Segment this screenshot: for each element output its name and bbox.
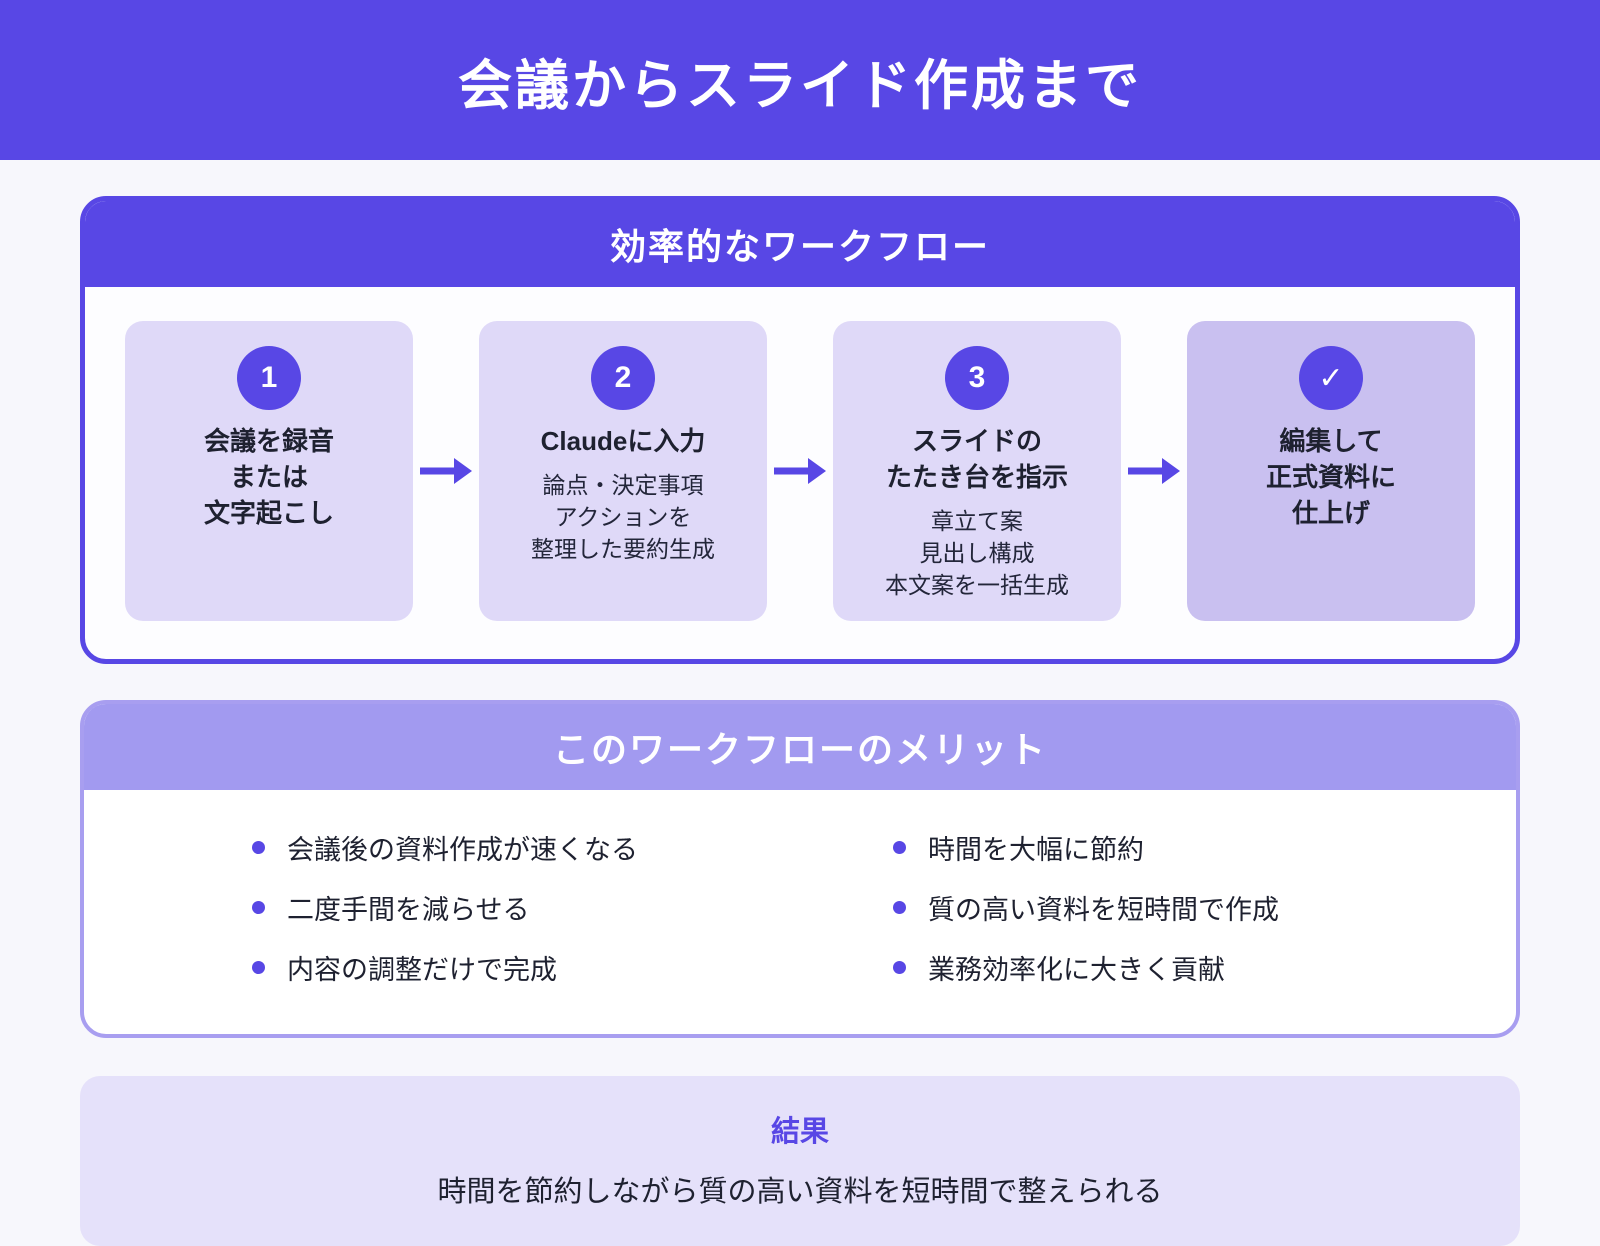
workflow-steps-row: 1 会議を録音 または 文字起こし 2 Claude	[85, 287, 1515, 659]
bullet-dot-icon	[252, 961, 265, 975]
step-3-detail-line: 章立て案	[931, 507, 1023, 534]
step-1-title: 会議を録音 または 文字起こし	[139, 424, 399, 532]
step-2-detail-line: アクションを	[554, 504, 692, 531]
bullet-dot-icon	[893, 841, 906, 855]
benefit-item: 時間を大幅に節約	[893, 828, 1456, 867]
check-glyph: ✓	[1318, 361, 1344, 395]
step-3-number-badge: 3	[945, 346, 1009, 410]
benefits-left-column: 会議後の資料作成が速くなる 二度手間を減らせる 内容の調整だけで完成	[144, 828, 815, 1008]
benefits-card-header: このワークフローのメリット	[84, 704, 1516, 791]
benefit-item: 会議後の資料作成が速くなる	[252, 828, 815, 867]
bullet-dot-icon	[893, 961, 906, 975]
step-box-final: ✓ 編集して 正式資料に 仕上げ	[1187, 321, 1475, 622]
step-box-3: 3 スライドの たたき台を指示 章立て案 見出し構成 本文案を一括生成	[833, 321, 1121, 622]
benefits-body: 会議後の資料作成が速くなる 二度手間を減らせる 内容の調整だけで完成 時間を大幅…	[84, 790, 1516, 1034]
benefits-right-column: 時間を大幅に節約 質の高い資料を短時間で作成 業務効率化に大きく貢献	[815, 828, 1456, 1008]
step-3-detail-line: 見出し構成	[919, 539, 1035, 566]
result-label: 結果	[770, 1116, 829, 1149]
benefit-item: 内容の調整だけで完成	[252, 948, 815, 987]
arrow-right-icon	[774, 458, 826, 485]
benefit-item: 業務効率化に大きく貢献	[893, 948, 1456, 987]
workflow-card: 効率的なワークフロー 1 会議を録音 または 文字起こし	[80, 196, 1520, 665]
step-2-title: Claudeに入力	[493, 424, 753, 460]
benefit-item: 質の高い資料を短時間で作成	[893, 888, 1456, 927]
page-header: 会議からスライド作成まで	[0, 0, 1600, 160]
step-1-title-line: または	[229, 461, 308, 492]
benefits-card: このワークフローのメリット 会議後の資料作成が速くなる 二度手間を減らせる 内容…	[80, 700, 1520, 1039]
benefit-text: 質の高い資料を短時間で作成	[928, 895, 1279, 926]
benefit-item: 二度手間を減らせる	[252, 888, 815, 927]
step-box-2: 2 Claudeに入力 論点・決定事項 アクションを 整理した要約生成	[479, 321, 767, 622]
step-1-title-line: 会議を録音	[203, 426, 334, 456]
workflow-card-header: 効率的なワークフロー	[85, 201, 1515, 287]
step-1-number: 1	[260, 361, 278, 394]
content-area: 効率的なワークフロー 1 会議を録音 または 文字起こし	[80, 196, 1520, 1246]
arrow-cell	[767, 456, 833, 486]
bullet-dot-icon	[252, 841, 265, 855]
benefit-text: 時間を大幅に節約	[928, 835, 1144, 866]
bullet-dot-icon	[893, 901, 906, 915]
step-2-detail-line: 整理した要約生成	[531, 536, 715, 563]
step-1-number-badge: 1	[237, 346, 301, 410]
bullet-dot-icon	[252, 901, 265, 915]
benefit-text: 二度手間を減らせる	[287, 895, 530, 926]
result-text: 時間を節約しながら質の高い資料を短時間で整えられる	[437, 1176, 1163, 1209]
step-final-title-line: 正式資料に	[1265, 461, 1396, 492]
step-3-detail-line: 本文案を一括生成	[885, 572, 1069, 599]
step-3-title-line: スライドの	[911, 426, 1042, 456]
step-2-title-line: Claudeに入力	[540, 426, 706, 456]
arrow-cell	[1121, 456, 1187, 486]
benefit-text: 業務効率化に大きく貢献	[928, 955, 1225, 986]
workflow-card-title: 効率的なワークフロー	[609, 226, 990, 267]
page-title: 会議からスライド作成まで	[458, 55, 1142, 116]
step-final-title: 編集して 正式資料に 仕上げ	[1201, 424, 1461, 532]
step-3-number: 3	[968, 361, 986, 394]
step-2-detail-line: 論点・決定事項	[542, 471, 704, 498]
arrow-right-icon	[420, 458, 472, 485]
benefit-text: 内容の調整だけで完成	[287, 955, 557, 986]
step-final-title-line: 仕上げ	[1291, 497, 1370, 528]
benefits-card-title: このワークフローのメリット	[552, 729, 1047, 771]
step-2-number: 2	[614, 361, 632, 394]
step-3-detail: 章立て案 見出し構成 本文案を一括生成	[847, 505, 1107, 602]
benefit-text: 会議後の資料作成が速くなる	[287, 835, 638, 866]
step-3-title: スライドの たたき台を指示	[847, 424, 1107, 496]
step-3-title-line: たたき台を指示	[885, 461, 1068, 492]
arrow-right-icon	[1128, 458, 1180, 485]
step-box-1: 1 会議を録音 または 文字起こし	[125, 321, 413, 622]
check-icon: ✓	[1299, 346, 1363, 410]
step-final-title-line: 編集して	[1279, 426, 1383, 456]
step-2-detail: 論点・決定事項 アクションを 整理した要約生成	[493, 469, 753, 566]
step-2-number-badge: 2	[591, 346, 655, 410]
arrow-cell	[413, 456, 479, 486]
step-1-title-line: 文字起こし	[203, 497, 334, 528]
result-box: 結果 時間を節約しながら質の高い資料を短時間で整えられる	[80, 1076, 1520, 1246]
